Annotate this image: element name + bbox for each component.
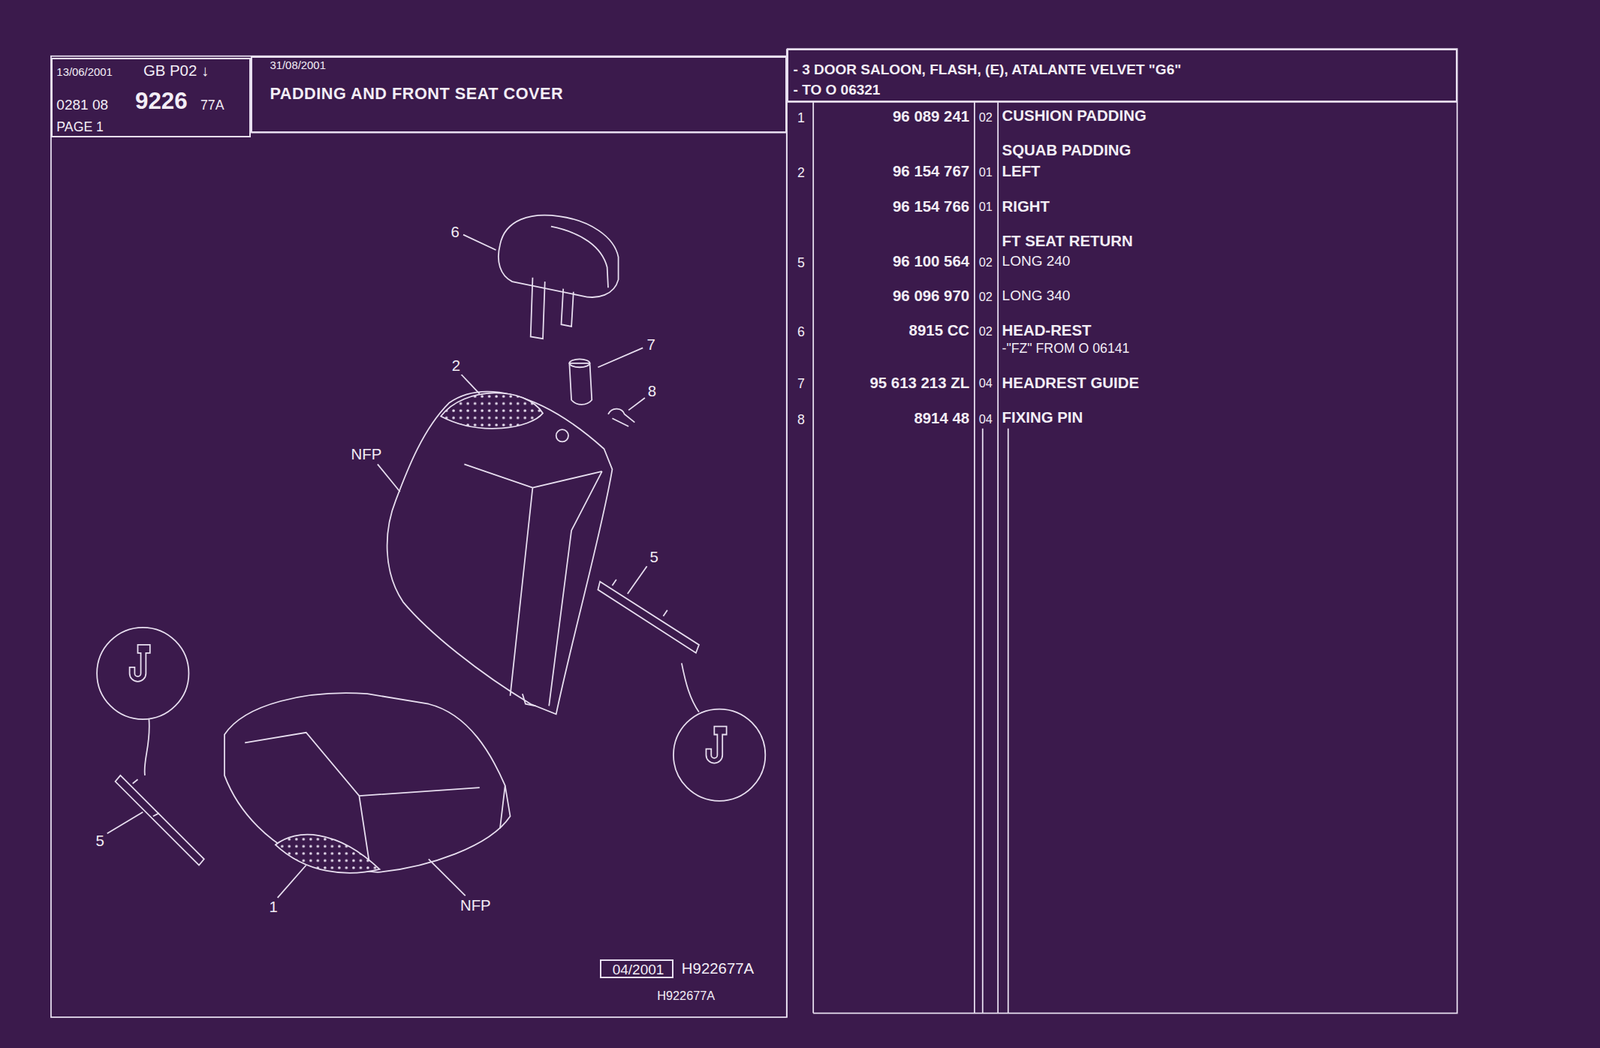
callout-number: 6	[448, 223, 461, 242]
callout-number: 5	[94, 832, 106, 850]
header-box: - 3 DOOR SALOON, FLASH, (E), ATALANTE VE…	[786, 48, 1458, 103]
table-cell: 96 154 767	[892, 162, 970, 181]
guide-hole	[556, 429, 569, 442]
table-column	[982, 428, 984, 1014]
drawing-reference: H922677A	[681, 960, 754, 978]
leader-line	[277, 864, 307, 898]
table-cell: 96 100 564	[892, 253, 970, 271]
header-text: PAGE 1	[56, 119, 104, 135]
callout-number: NFP	[458, 897, 493, 915]
leader-line	[377, 464, 401, 492]
table-cell: 8	[797, 412, 805, 428]
table-cell: 7	[797, 376, 805, 392]
page-title: PADDING AND FRONT SEAT COVER	[269, 84, 564, 104]
table-cell: LONG 240	[1002, 253, 1071, 270]
table-cell: RIGHT	[1002, 198, 1050, 216]
hook-icon	[129, 644, 151, 682]
fixing-pin	[608, 409, 635, 427]
leader-line	[461, 374, 480, 395]
header-box: 31/08/2001PADDING AND FRONT SEAT COVER	[250, 56, 787, 133]
table-cell: 04	[979, 412, 993, 427]
table-column	[973, 102, 976, 1014]
seat-return-rail	[597, 579, 700, 654]
seat-back	[387, 391, 613, 715]
table-cell: HEAD-REST	[1002, 322, 1092, 340]
cushion-padding-patch	[275, 834, 380, 874]
table-cell: 5	[797, 255, 805, 271]
table-cell: 6	[797, 324, 805, 340]
headrest-post	[530, 277, 546, 340]
header-text: 9226	[135, 87, 188, 115]
callout-number: 5	[647, 548, 660, 567]
seat-back-hinge	[522, 693, 537, 706]
table-cell: 96 154 766	[892, 198, 970, 216]
header-text: 04/2001	[612, 961, 665, 979]
header-text: 0281 08	[56, 96, 109, 114]
leader-line	[628, 397, 645, 410]
leader-line	[107, 812, 144, 835]
table-cell: SQUAB PADDING	[1002, 141, 1132, 160]
table-cell: 95 613 213 ZL	[869, 374, 970, 392]
header-text: GB P02 ↓	[143, 62, 209, 80]
detail-circle	[96, 627, 189, 720]
callout-number: 2	[450, 357, 462, 375]
table-column	[997, 102, 999, 1014]
detail-leader	[681, 662, 700, 712]
leader-line	[463, 235, 496, 251]
table-cell: 2	[797, 165, 805, 181]
table-column	[1007, 428, 1010, 1014]
table-cell: HEADREST GUIDE	[1002, 374, 1139, 392]
header-text: - 3 DOOR SALOON, FLASH, (E), ATALANTE VE…	[793, 61, 1182, 79]
table-cell: FIXING PIN	[1002, 409, 1084, 427]
table-column	[812, 102, 814, 1014]
hook-icon	[705, 726, 727, 764]
header-box: 13/06/2001 GB P02 ↓ 0281 08 9226 77A PAGE 1	[51, 57, 251, 138]
table-cell: 02	[979, 110, 993, 125]
callout-number: 8	[646, 382, 658, 401]
table-cell: FT SEAT RETURN	[1002, 232, 1133, 251]
table-cell: LONG 340	[1002, 287, 1071, 305]
callout-number: NFP	[349, 445, 384, 464]
headrest	[498, 215, 619, 298]
leader-line	[597, 347, 643, 368]
callout-number: 7	[644, 336, 657, 354]
leader-line	[627, 566, 648, 594]
table-cell: -"FZ" FROM O 06141	[1002, 340, 1130, 356]
callout-number: 1	[268, 898, 280, 917]
headrest-post	[560, 289, 573, 327]
left-panel-frame	[51, 56, 787, 1018]
table-cell: LEFT	[1002, 162, 1041, 181]
table-cell: 8914 48	[913, 409, 970, 428]
date-box: 04/2001	[599, 959, 674, 980]
header-text: 31/08/2001	[269, 59, 326, 73]
header-text: - TO O 06321	[793, 81, 881, 99]
table-cell: 96 089 241	[892, 108, 970, 126]
headrest-guide-top	[569, 358, 590, 368]
table-cell: 01	[979, 165, 993, 180]
header-text: 13/06/2001	[56, 66, 113, 79]
table-cell: 02	[979, 255, 993, 270]
leader-line	[428, 858, 466, 896]
divider	[786, 48, 788, 1018]
detail-circle	[673, 709, 766, 802]
headrest-seam	[551, 226, 609, 289]
table-cell: 8915 CC	[909, 322, 970, 340]
seat-back-seams	[464, 464, 602, 706]
squab-padding-patch	[440, 392, 543, 428]
table-cell: 02	[979, 324, 993, 339]
table-cell: 1	[797, 110, 805, 126]
drawing-reference: H922677A	[656, 988, 715, 1004]
table-cell: 02	[979, 289, 993, 305]
seat-cushion	[224, 693, 511, 873]
headrest-guide	[569, 363, 592, 405]
table-cell: 96 096 970	[892, 287, 970, 305]
table-cell: 04	[979, 376, 993, 391]
header-text: 77A	[200, 97, 224, 113]
right-panel-frame	[786, 48, 1458, 1013]
table-cell: 01	[979, 199, 993, 214]
table-cell: CUSHION PADDING	[1002, 107, 1147, 125]
detail-leader	[144, 719, 150, 776]
